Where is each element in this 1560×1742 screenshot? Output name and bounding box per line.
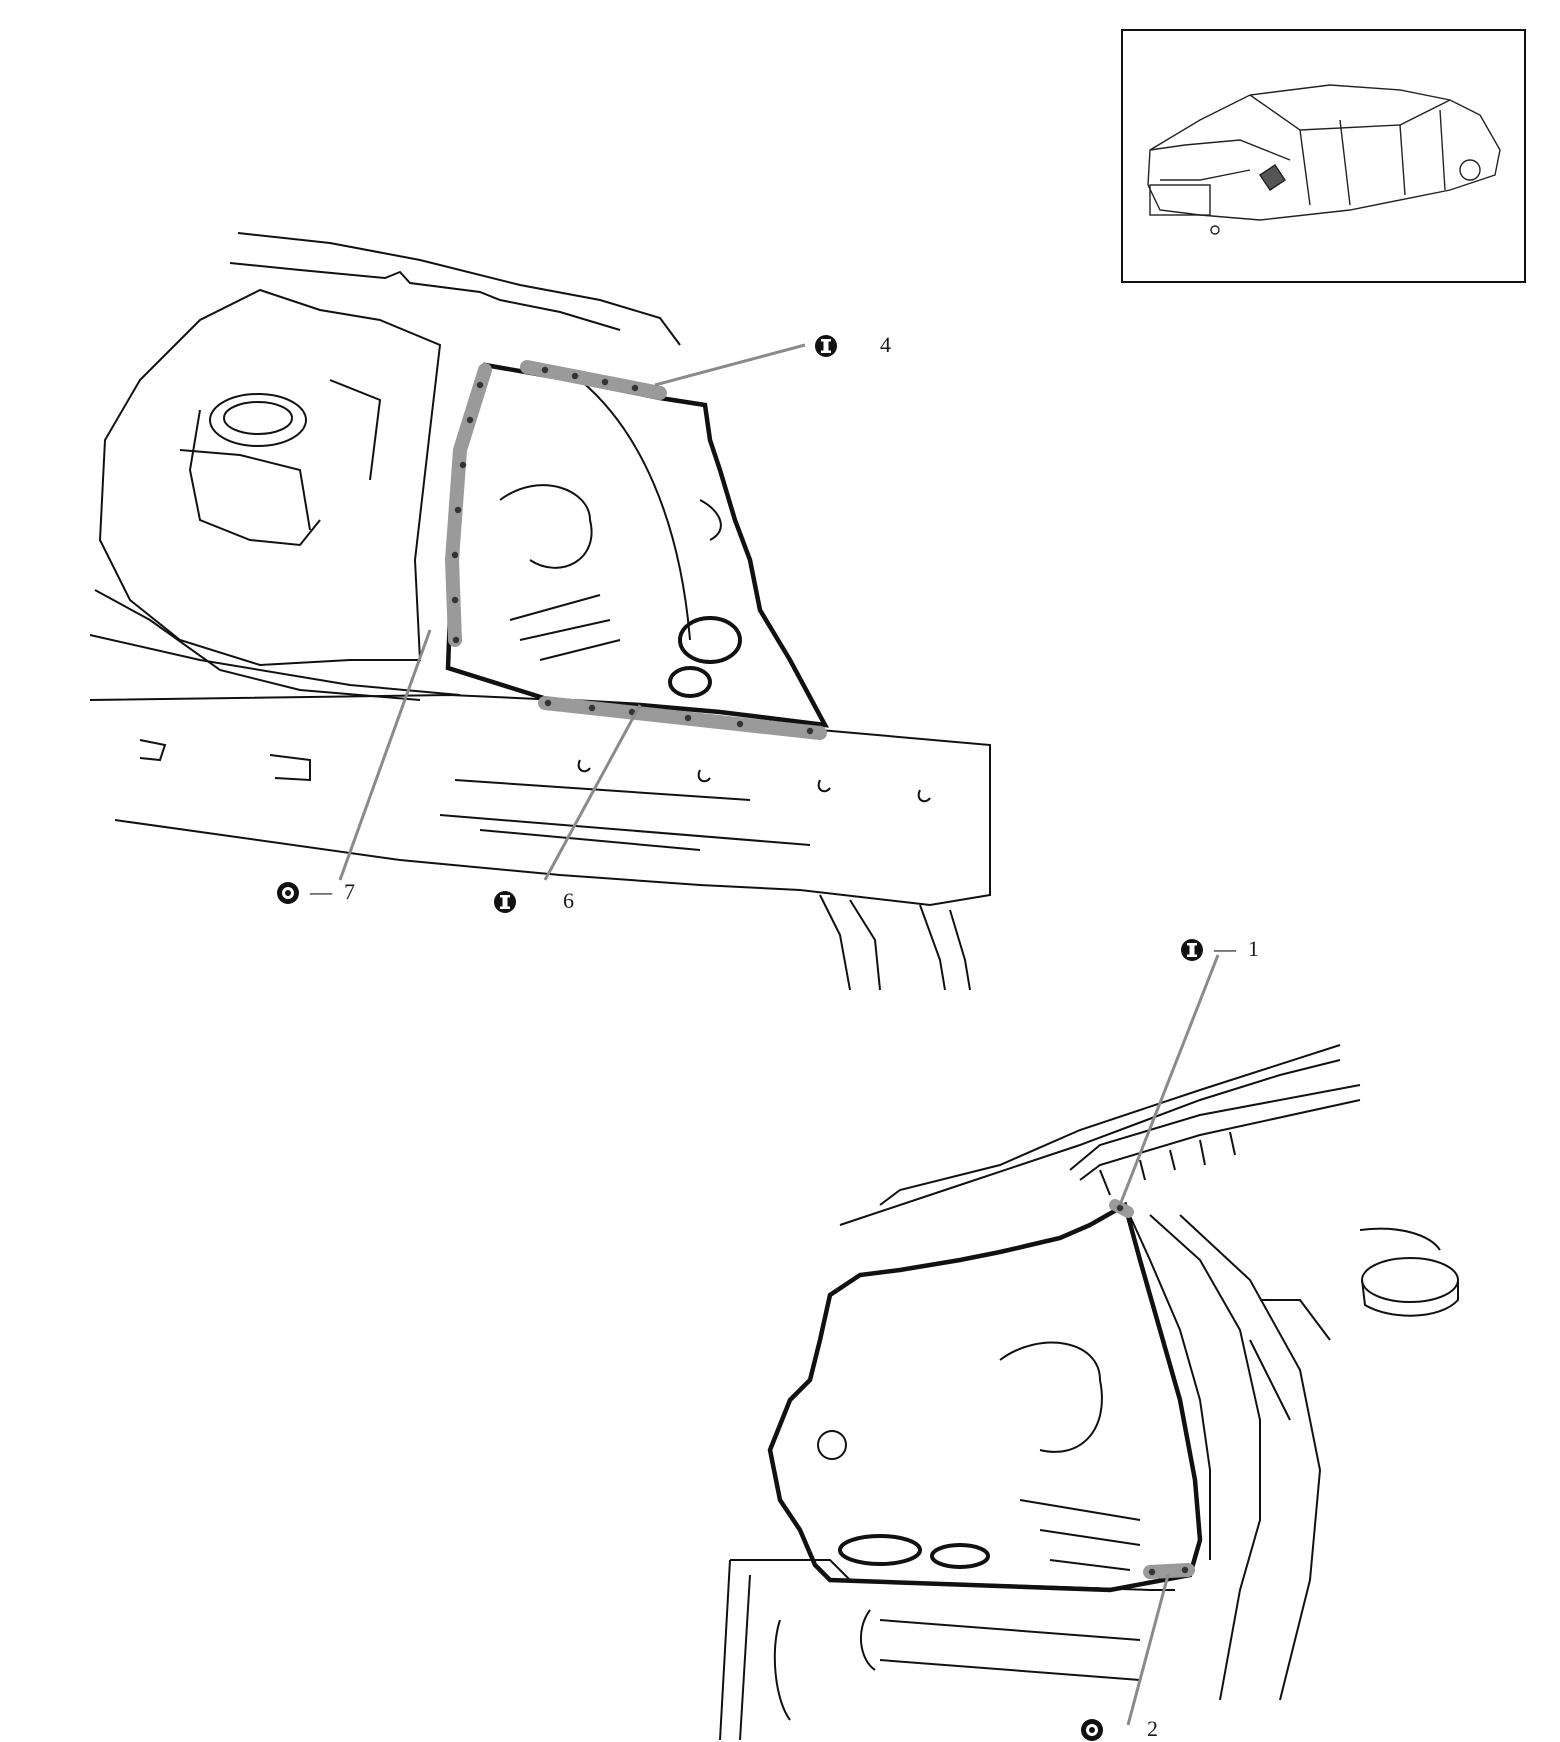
upper-rail — [237, 232, 681, 346]
rear-upper-rail — [839, 1059, 1341, 1226]
callout-7-number: 7 — [344, 879, 355, 904]
top-assembly — [89, 232, 991, 991]
callout-1-number: 1 — [1248, 936, 1259, 961]
weld-o-icon — [1081, 1719, 1103, 1741]
side-member — [89, 693, 991, 907]
leader-4 — [654, 343, 806, 387]
weld-spots-top — [451, 366, 814, 735]
weld-i-icon — [815, 335, 837, 357]
top-weld-bands — [444, 360, 827, 740]
weld-band-2 — [1143, 1563, 1195, 1579]
strut-tower — [98, 288, 442, 667]
callout-7-dash: — — [310, 879, 332, 904]
leader-1 — [1118, 954, 1220, 1206]
rear-mount — [1361, 1257, 1459, 1303]
callout-2-number: 2 — [1147, 1716, 1158, 1741]
leader-lines — [338, 343, 1220, 1726]
callout-symbols — [277, 335, 1203, 1741]
overview-inset — [1121, 29, 1526, 283]
callout-4-number: 4 — [880, 332, 891, 357]
leader-2 — [1126, 1574, 1170, 1726]
leader-7 — [338, 629, 432, 881]
callout-1-dash: — — [1214, 936, 1236, 961]
wheelhouse-panel — [445, 362, 830, 728]
callout-6-number: 6 — [563, 888, 574, 913]
weld-o-icon — [277, 882, 299, 904]
inset-frame — [1121, 29, 1526, 283]
car-body-outline — [1147, 84, 1501, 235]
strut-mount — [209, 393, 307, 447]
weld-i-icon — [494, 891, 516, 913]
bottom-weld-bands — [1109, 1199, 1195, 1579]
bottom-assembly — [719, 1044, 1459, 1741]
weld-i-icon — [1181, 939, 1203, 961]
leader-6 — [543, 704, 642, 881]
rear-wheelhouse — [767, 1201, 1203, 1593]
lower-bracket — [819, 894, 971, 991]
